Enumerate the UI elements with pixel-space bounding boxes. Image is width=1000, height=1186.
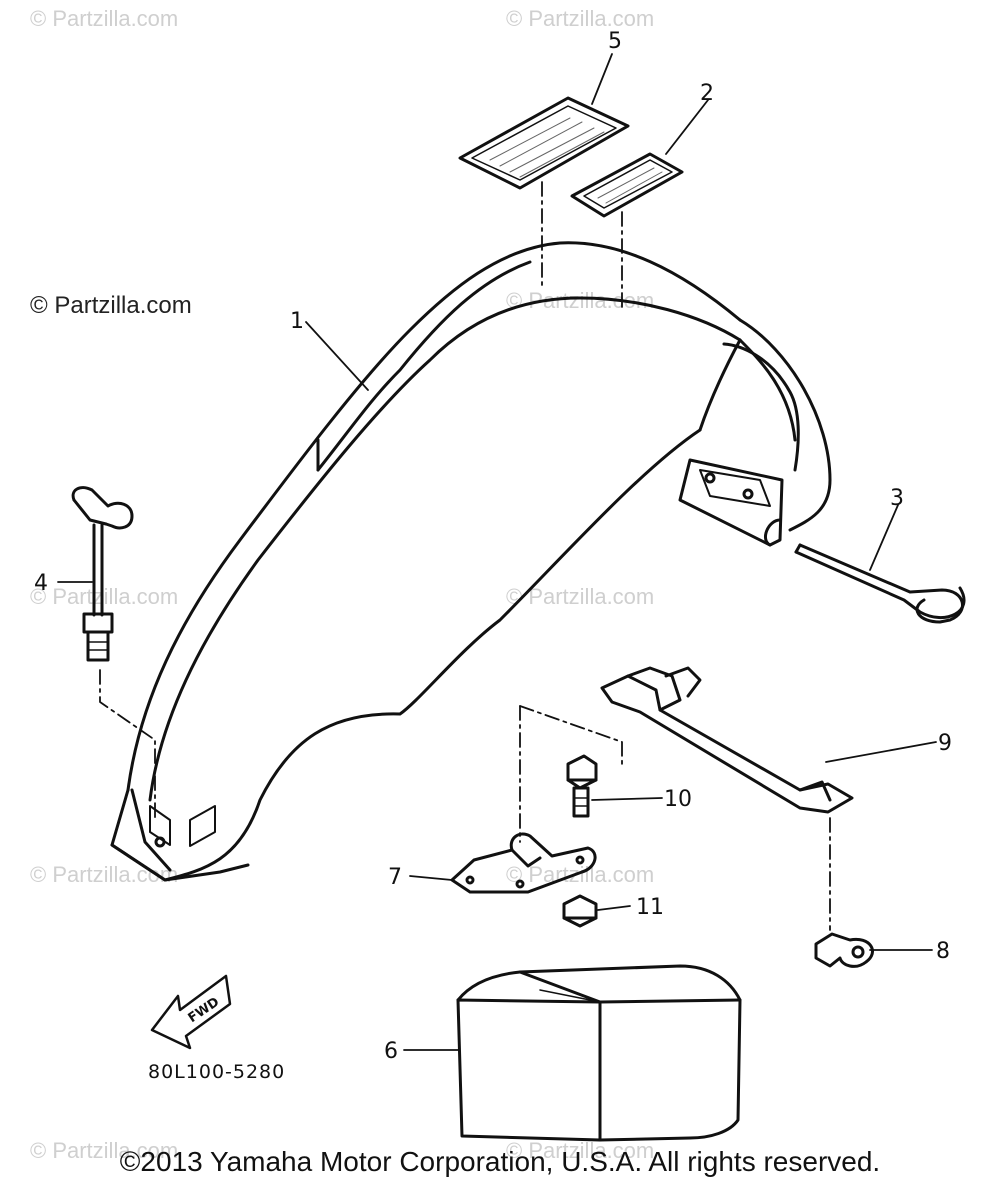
part-1-fender xyxy=(110,241,832,882)
part-10-bolt xyxy=(566,754,598,818)
watermark: © Partzilla.com xyxy=(30,584,179,609)
callout-2: 2 xyxy=(700,81,714,106)
part-11-nut xyxy=(562,894,598,928)
watermark-prominent: © Partzilla.com xyxy=(30,292,192,319)
callout-9: 9 xyxy=(938,731,952,756)
part-2-label-plate xyxy=(570,152,684,218)
part-6-cover xyxy=(456,964,742,1142)
part-4-wing-bolt xyxy=(71,486,134,662)
watermark: © Partzilla.com xyxy=(30,6,179,31)
fwd-arrow-icon xyxy=(150,974,232,1050)
callout-3: 3 xyxy=(890,486,904,511)
part-7-plate xyxy=(450,832,597,894)
watermark: © Partzilla.com xyxy=(506,1138,655,1163)
watermark: © Partzilla.com xyxy=(506,6,655,31)
diagram-code: 80L100-5280 xyxy=(148,1061,285,1083)
callout-10: 10 xyxy=(664,787,692,812)
part-3-hook-rod xyxy=(794,543,966,624)
callout-5: 5 xyxy=(608,29,622,54)
copyright-notice: ©2013 Yamaha Motor Corporation, U.S.A. A… xyxy=(119,1146,881,1177)
watermark: © Partzilla.com xyxy=(30,862,179,887)
part-9-bracket xyxy=(600,666,854,814)
callout-7: 7 xyxy=(388,865,402,890)
callout-1: 1 xyxy=(290,309,304,334)
callout-11: 11 xyxy=(636,895,664,920)
callout-6: 6 xyxy=(384,1039,398,1064)
callout-4: 4 xyxy=(34,571,48,596)
watermark: © Partzilla.com xyxy=(506,862,655,887)
part-5-label-plate xyxy=(458,96,630,190)
callout-8: 8 xyxy=(936,939,950,964)
watermark: © Partzilla.com xyxy=(30,1138,179,1163)
part-8-clip xyxy=(814,932,874,968)
